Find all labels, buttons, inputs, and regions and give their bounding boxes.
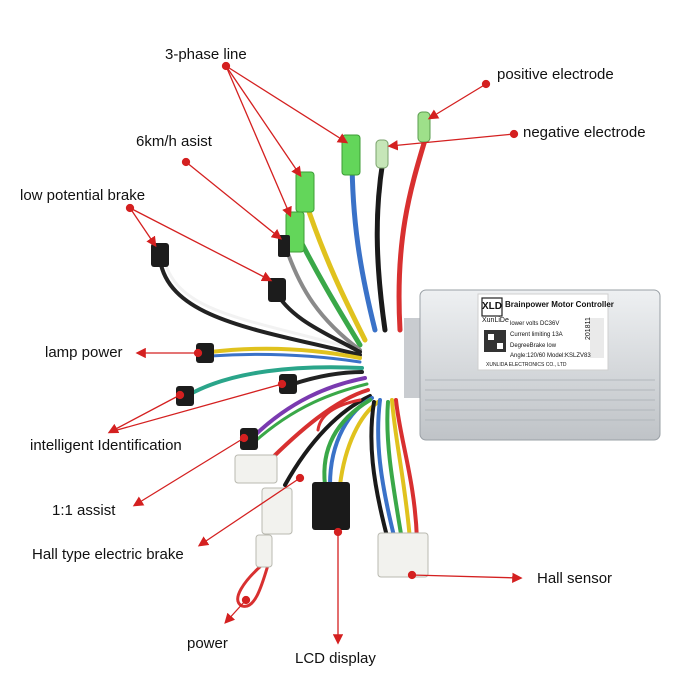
controller-maker: XUNLIDA ELECTRONICS CO., LTD [486,362,567,368]
label-3-phase-line: 3-phase line [165,46,247,63]
phase-connector-2 [295,171,315,213]
label-6kmh-assist: 6km/h asist [136,133,212,150]
controller-title: Brainpower Motor Controller [505,300,614,309]
label-intelligent-identification: intelligent Identification [30,437,182,454]
negative-terminal [375,139,389,169]
label-negative-electrode: negative electrode [523,124,646,141]
lamp-plug [196,343,214,363]
label-lcd-display: LCD display [295,650,376,667]
phase-connector-3 [285,211,305,253]
hall-brake-connector [234,454,278,484]
controller-angle-model: Angle:120/60 Model:KSLZV83 [510,353,591,359]
connectors [151,111,431,578]
hall-sensor-connector [377,532,429,578]
brake-plug-right [268,278,286,302]
controller-date-code: 201811 [585,317,592,340]
brand-sub-text: XunLiDe [482,317,509,324]
callout-arrows [107,61,523,645]
power-connector [261,487,293,535]
label-low-potential-brake: low potential brake [20,187,146,204]
label-one-one-assist: 1:1 assist [52,502,116,519]
one-one-plug [240,428,258,450]
controller-current: Current limiting 13A [510,332,563,338]
label-lamp-power: lamp power [45,344,123,361]
wire-bundle [158,137,428,608]
brand-logo-text: XLD [482,301,502,312]
ident-plug-2 [279,374,297,394]
label-positive-electrode: positive electrode [497,66,614,83]
controller-housing [404,289,661,441]
controller-brake: DegreeBrake low [510,343,557,349]
phase-connector-1 [341,134,361,176]
positive-terminal [417,111,431,143]
lcd-connector [312,482,350,530]
label-hall-type-brake: Hall type electric brake [32,546,184,563]
label-power: power [187,635,228,652]
controller-voltage: lower volts DC36V [510,321,560,327]
brake-plug-left [151,243,169,267]
assist-plug [278,235,290,257]
label-hall-sensor: Hall sensor [537,570,613,587]
